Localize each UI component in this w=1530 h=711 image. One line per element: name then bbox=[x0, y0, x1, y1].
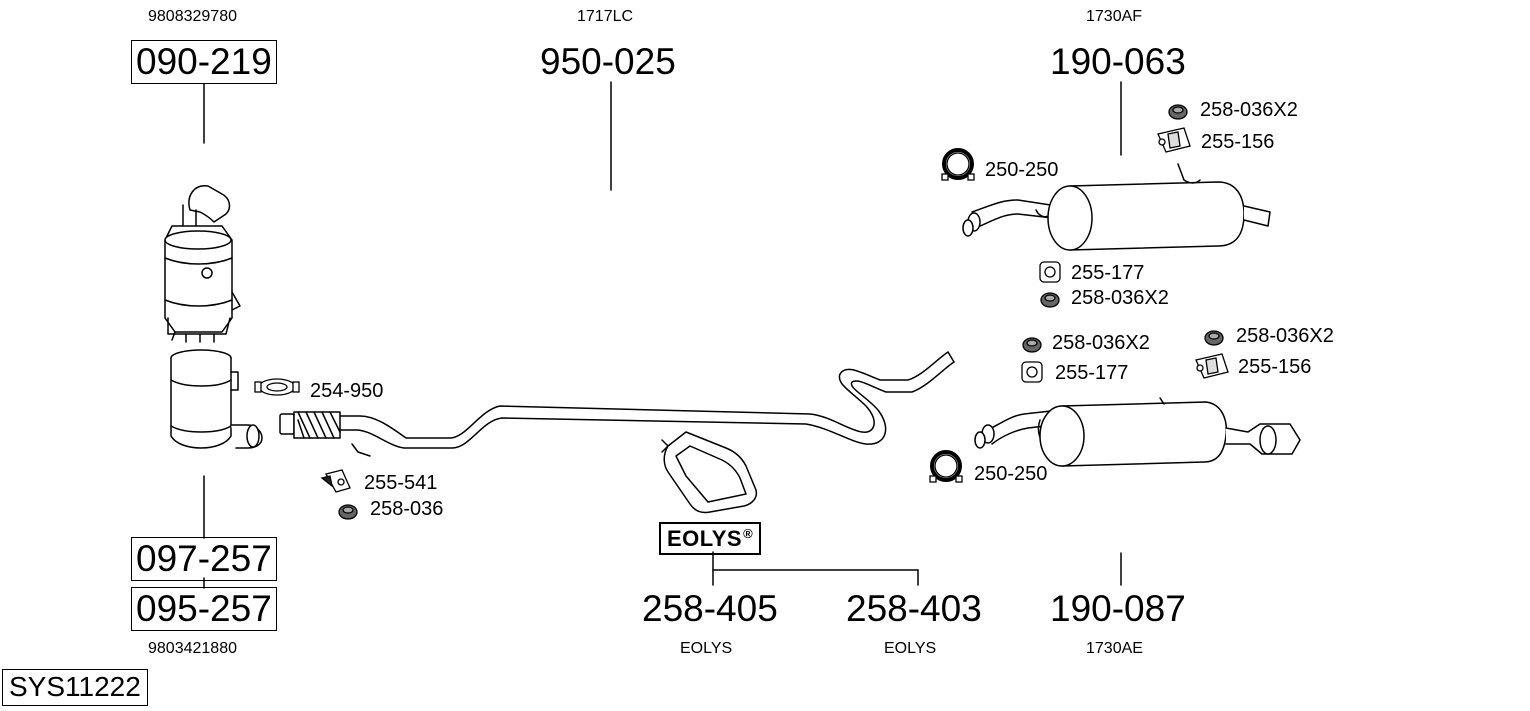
accessory-upper-nut-1-number[interactable]: 258-036X2 bbox=[1200, 99, 1298, 121]
rear-silencer-lower-part-number[interactable]: 190-087 bbox=[1050, 588, 1186, 629]
rear-silencer-lower-drawing bbox=[974, 397, 1301, 467]
dpf-oem-number: 9808329780 bbox=[148, 8, 237, 25]
rear-silencer-lower-oem-number: 1730AE bbox=[1086, 640, 1143, 657]
accessory-upper-bracket-number[interactable]: 255-156 bbox=[1201, 131, 1275, 153]
accessory-upper-clamp-number[interactable]: 250-250 bbox=[985, 159, 1059, 181]
leader-lines bbox=[203, 81, 1122, 589]
bracket-icon bbox=[1195, 353, 1229, 379]
accessory-upper-hanger-number[interactable]: 255-177 bbox=[1071, 262, 1145, 284]
eolys-logo-text: EOLYS bbox=[667, 526, 743, 551]
accessory-lower-bracket-number[interactable]: 255-156 bbox=[1238, 356, 1312, 378]
rear-silencer-upper-oem-number: 1730AF bbox=[1086, 8, 1143, 25]
rear-silencer-upper-part-number[interactable]: 190-063 bbox=[1050, 41, 1186, 82]
front-pipe-drawing bbox=[279, 351, 955, 457]
eolys-b-caption: EOLYS bbox=[884, 640, 937, 657]
accessory-lower-clamp-number[interactable]: 250-250 bbox=[974, 463, 1048, 485]
accessory-upper-nut-2-number[interactable]: 258-036X2 bbox=[1071, 287, 1169, 309]
hanger-icon bbox=[1039, 261, 1061, 283]
accessory-mount-front-number[interactable]: 255-541 bbox=[364, 472, 438, 494]
eolys-b-part-number[interactable]: 258-403 bbox=[846, 588, 982, 629]
accessory-lower-hanger-number[interactable]: 255-177 bbox=[1055, 362, 1129, 384]
catalyst-b-oem-number: 9803421880 bbox=[148, 640, 237, 657]
catalyst-b-part-number[interactable]: 095-257 bbox=[131, 587, 277, 631]
dpf-part-number[interactable]: 090-219 bbox=[131, 40, 277, 84]
accessory-lower-nut-2-number[interactable]: 258-036X2 bbox=[1236, 325, 1334, 347]
clamp-ring-icon bbox=[929, 450, 963, 483]
rubber-ring-icon bbox=[1168, 104, 1188, 120]
system-id: SYS11222 bbox=[2, 669, 148, 706]
dpf-unit-drawing bbox=[164, 185, 241, 343]
rear-silencer-upper-drawing bbox=[962, 163, 1271, 251]
eolys-a-part-number[interactable]: 258-405 bbox=[642, 588, 778, 629]
front-pipe-oem-number: 1717LC bbox=[577, 8, 634, 25]
accessory-clamp-front-number[interactable]: 254-950 bbox=[310, 380, 384, 402]
eolys-logo: EOLYS® bbox=[659, 522, 762, 555]
rubber-ring-icon bbox=[1040, 292, 1060, 308]
accessory-lower-nut-1-number[interactable]: 258-036X2 bbox=[1052, 332, 1150, 354]
eolys-a-caption: EOLYS bbox=[680, 640, 733, 657]
rubber-ring-icon bbox=[338, 504, 358, 520]
hanger-icon bbox=[1021, 361, 1043, 383]
catalyst-unit-drawing bbox=[170, 349, 263, 449]
mount-bracket-icon bbox=[320, 469, 351, 493]
clamp-icon bbox=[254, 378, 300, 396]
registered-mark: ® bbox=[743, 526, 754, 541]
eolys-bag-drawing bbox=[661, 431, 758, 514]
accessory-rubber-front-number[interactable]: 258-036 bbox=[370, 498, 444, 520]
catalyst-a-part-number[interactable]: 097-257 bbox=[131, 537, 277, 581]
rubber-ring-icon bbox=[1204, 330, 1224, 346]
bracket-icon bbox=[1157, 127, 1191, 153]
front-pipe-part-number[interactable]: 950-025 bbox=[540, 41, 676, 82]
clamp-ring-icon bbox=[941, 148, 975, 181]
rubber-ring-icon bbox=[1022, 337, 1042, 353]
